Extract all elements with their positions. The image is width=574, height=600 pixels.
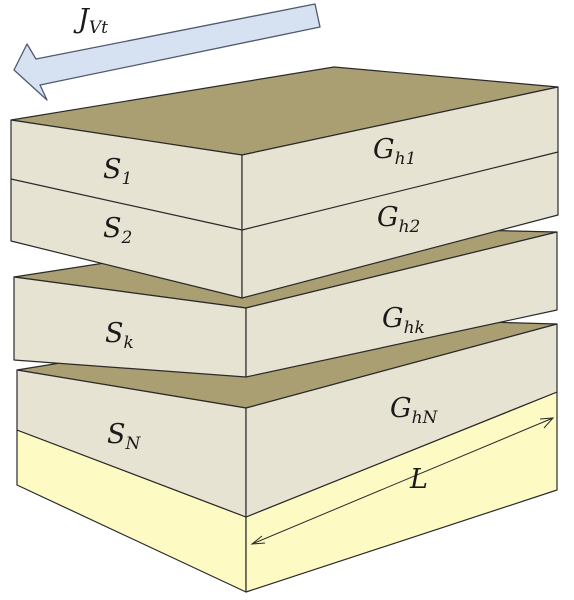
layer-k-g-label: Ghk [382, 303, 425, 338]
flux-label: JVt [73, 4, 108, 38]
length-dimension-line [251, 417, 554, 545]
layer-n-right-face [245, 323, 558, 518]
substrate-block [16, 391, 558, 593]
layer-k-right-face [245, 231, 558, 378]
layer-2-g-label: Gh2 [377, 202, 420, 237]
layer-1-2-divider-right [241, 151, 559, 231]
length-dimension [250, 417, 555, 545]
layer-1-g-label: Gh1 [373, 134, 416, 169]
layer-k-s-label: Sk [105, 318, 134, 353]
flux-arrow [13, 3, 321, 101]
layer-1-2-divider-left [10, 178, 243, 231]
length-label: L [409, 464, 428, 495]
layer-2-s-label: S2 [103, 213, 132, 248]
layer-1-2-right-face [241, 86, 559, 299]
layer-n-s-label: SN [107, 419, 142, 454]
layer-1-s-label: S1 [103, 154, 132, 189]
layer-top-block [10, 66, 559, 299]
flux-arrow-shape [13, 3, 321, 101]
layer-n-g-label: GhN [390, 393, 439, 428]
length-arrowhead-left [250, 535, 266, 545]
length-arrowhead-right [539, 417, 555, 429]
